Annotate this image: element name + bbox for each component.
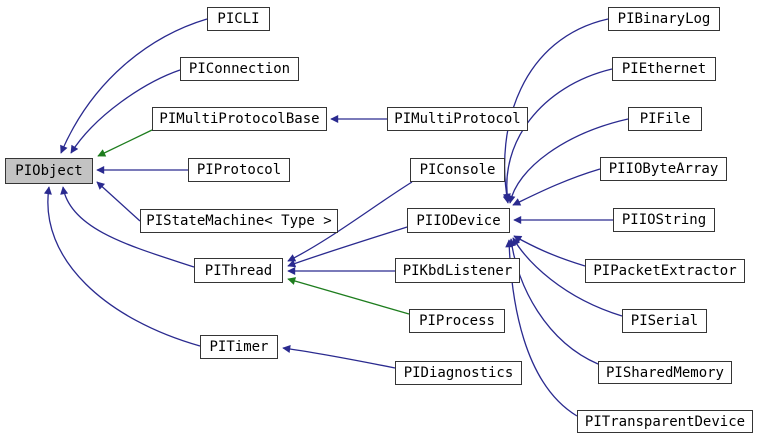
node-pisharedmemory[interactable]: PISharedMemory (598, 361, 732, 384)
edge-pimultiprotocolbase-piobject (97, 129, 153, 157)
node-pidiagnostics-label: PIDiagnostics (403, 365, 514, 381)
node-piprocess[interactable]: PIProcess (409, 309, 505, 333)
node-piprocess-label: PIProcess (419, 313, 495, 329)
node-piserial-label: PISerial (630, 313, 699, 329)
edge-pisharedmemory-piiodevice (507, 238, 599, 365)
node-piserial[interactable]: PISerial (622, 309, 707, 333)
node-piprotocol[interactable]: PIProtocol (188, 158, 290, 182)
node-piconsole[interactable]: PIConsole (410, 158, 505, 182)
node-pikbdlistener[interactable]: PIKbdListener (395, 258, 520, 283)
node-pifile-label: PIFile (639, 111, 691, 127)
node-pistatemachine[interactable]: PIStateMachine< Type > (140, 209, 338, 233)
node-pitimer[interactable]: PITimer (200, 335, 278, 359)
node-piobject: PIObject (5, 158, 93, 184)
edge-pitimer-piobject (43, 186, 201, 347)
edge-piethernet-piiodevice (502, 68, 613, 202)
edge-pithread-piobject (60, 186, 195, 268)
node-pisharedmemory-label: PISharedMemory (605, 364, 724, 381)
node-pipacketextractor[interactable]: PIPacketExtractor (585, 259, 745, 283)
edge-picli-piobject (60, 18, 208, 154)
node-piconnection-label: PIConnection (188, 61, 291, 77)
node-pifile[interactable]: PIFile (628, 107, 702, 131)
node-pithread-label: PIThread (204, 262, 273, 279)
edge-piserial-piiodevice (512, 237, 623, 317)
node-pidiagnostics[interactable]: PIDiagnostics (395, 361, 522, 385)
node-piiostring-label: PIIOString (621, 212, 707, 228)
node-piiobytearray-label: PIIOByteArray (608, 161, 719, 177)
node-piethernet[interactable]: PIEthernet (612, 57, 716, 81)
node-pipacketextractor-label: PIPacketExtractor (593, 263, 737, 279)
node-piobject-label: PIObject (15, 163, 83, 179)
edge-piconnection-piobject (70, 69, 181, 154)
node-piiostring[interactable]: PIIOString (613, 208, 715, 232)
node-piiobytearray[interactable]: PIIOByteArray (600, 157, 727, 181)
node-piconnection[interactable]: PIConnection (180, 57, 299, 81)
node-piiodevice-label: PIIODevice (416, 212, 501, 229)
node-pimultiprotocolbase-label: PIMultiProtocolBase (159, 111, 320, 127)
node-piprotocol-label: PIProtocol (196, 162, 282, 178)
node-pimultiprotocol-label: PIMultiProtocol (394, 111, 521, 127)
node-pithread[interactable]: PIThread (194, 258, 283, 283)
edge-piiobytearray-piiodevice (512, 168, 601, 206)
node-pibinarylog[interactable]: PIBinaryLog (608, 7, 720, 31)
edge-piiodevice-pithread (287, 226, 408, 268)
edge-pipacketextractor-piiodevice (513, 235, 586, 267)
node-pitimer-label: PITimer (209, 339, 269, 355)
node-picli[interactable]: PICLI (207, 7, 270, 31)
node-pimultiprotocol[interactable]: PIMultiProtocol (387, 107, 528, 131)
node-pikbdlistener-label: PIKbdListener (402, 262, 513, 279)
node-piiodevice[interactable]: PIIODevice (407, 208, 510, 233)
edge-piprocess-pithread (287, 277, 410, 315)
node-piethernet-label: PIEthernet (621, 61, 707, 77)
edge-pistatemachine-piobject (96, 181, 141, 222)
node-pitransparentdevice-label: PITransparentDevice (584, 413, 746, 430)
node-picli-label: PICLI (217, 11, 260, 27)
edge-pidiagnostics-pitimer (282, 345, 396, 369)
node-pistatemachine-label: PIStateMachine< Type > (146, 213, 332, 229)
node-piconsole-label: PIConsole (419, 162, 496, 178)
edge-pifile-piiodevice (507, 118, 629, 204)
node-pimultiprotocolbase[interactable]: PIMultiProtocolBase (152, 107, 327, 131)
node-pibinarylog-label: PIBinaryLog (617, 11, 711, 27)
node-pitransparentdevice[interactable]: PITransparentDevice (577, 410, 753, 433)
edge-piconsole-pithread (287, 181, 413, 262)
